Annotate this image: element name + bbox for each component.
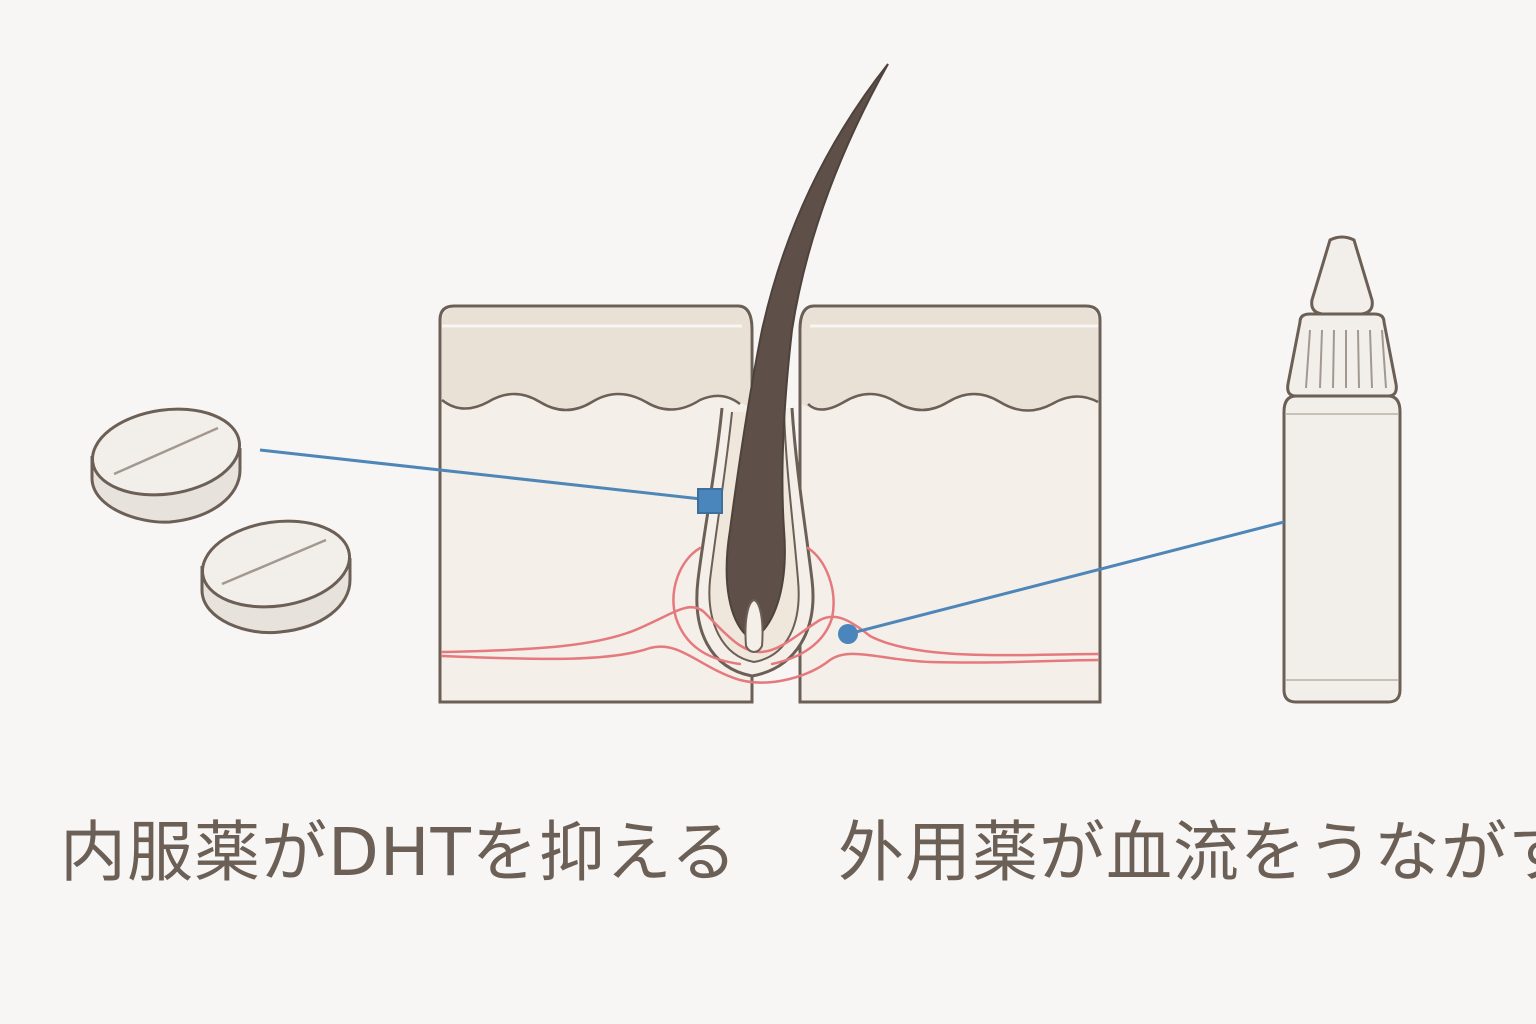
bottle-nozzle <box>1310 235 1374 316</box>
blood-vessels <box>440 546 1100 684</box>
dropper-bottle-icon <box>1282 235 1402 704</box>
callouts <box>259 448 1285 644</box>
epidermis-right <box>802 308 1098 411</box>
epidermis-boundary-left <box>441 392 741 412</box>
epidermis-left <box>442 308 750 410</box>
hair-strand <box>725 63 889 653</box>
caption-topical-medicine: 外用薬が血流をうながす <box>838 814 1536 891</box>
callout-marker-dht-square <box>697 488 723 514</box>
skin-cross-section <box>438 304 1102 704</box>
tablet-pill-icon <box>90 407 352 635</box>
blood-vessel-lower <box>440 645 1100 684</box>
bottle-cap-ridges <box>1305 329 1387 389</box>
bottle-cap <box>1286 312 1398 398</box>
caption-oral-medicine: 内服薬がDHTを抑える <box>60 814 738 891</box>
blood-vessel-upper <box>440 606 1100 657</box>
callout-line-oral <box>259 448 711 502</box>
blood-vessel-loop-right <box>770 546 835 666</box>
bottle-body <box>1282 394 1402 704</box>
callout-marker-bloodflow-dot <box>838 624 858 644</box>
dermal-papilla <box>744 598 764 653</box>
tablet-bottom <box>200 519 352 635</box>
callout-line-topical <box>847 520 1285 636</box>
tablet-top <box>90 407 242 524</box>
epidermis-boundary-right <box>807 392 1099 412</box>
blood-vessel-loop-left <box>672 546 742 666</box>
